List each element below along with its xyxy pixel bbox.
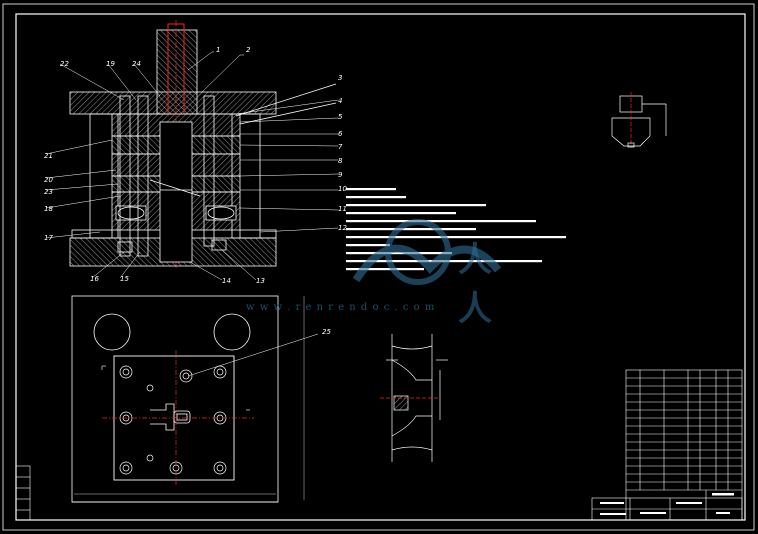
part-label-8: 8 xyxy=(338,157,343,165)
title-block-text xyxy=(600,493,734,515)
detail-view-top xyxy=(611,92,667,148)
part-label-11: 11 xyxy=(338,205,347,213)
left-strip xyxy=(15,465,31,521)
title-block xyxy=(591,369,743,521)
leader-lines xyxy=(45,51,339,281)
inner-frame xyxy=(15,13,746,521)
part-label-21: 21 xyxy=(44,152,53,160)
part-label-23: 23 xyxy=(44,188,53,196)
section-markers xyxy=(101,365,250,411)
part-detail-view xyxy=(380,334,448,462)
plan-view xyxy=(71,295,319,503)
part-label-18: 18 xyxy=(44,205,53,213)
part-label-22: 22 xyxy=(60,60,69,68)
watermark-logo-text: 人人 xyxy=(458,240,492,329)
part-label-16: 16 xyxy=(90,275,99,283)
part-label-3: 3 xyxy=(338,74,342,82)
part-label-12: 12 xyxy=(338,224,347,232)
part-label-17: 17 xyxy=(44,234,53,242)
part-label-20: 20 xyxy=(44,176,53,184)
part-label-4: 4 xyxy=(338,97,342,105)
section-view xyxy=(69,20,337,270)
watermark xyxy=(352,219,502,285)
outer-frame xyxy=(2,3,755,531)
part-label-13: 13 xyxy=(256,277,265,285)
watermark-url: w w w . r e n r e n d o c . c o m xyxy=(246,302,436,313)
part-label-10: 10 xyxy=(338,185,347,193)
part-label-15: 15 xyxy=(120,275,129,283)
part-label-24: 24 xyxy=(132,60,141,68)
part-label-1: 1 xyxy=(216,46,220,54)
part-label-19: 19 xyxy=(106,60,115,68)
part-label-2: 2 xyxy=(246,46,251,54)
part-label-9: 9 xyxy=(338,171,343,179)
part-label-5: 5 xyxy=(338,113,343,121)
plan-centerlines xyxy=(102,350,254,486)
part-label-7: 7 xyxy=(338,143,343,151)
part-label-25: 25 xyxy=(322,328,331,336)
part-label-14: 14 xyxy=(222,277,231,285)
part-label-6: 6 xyxy=(338,130,343,138)
